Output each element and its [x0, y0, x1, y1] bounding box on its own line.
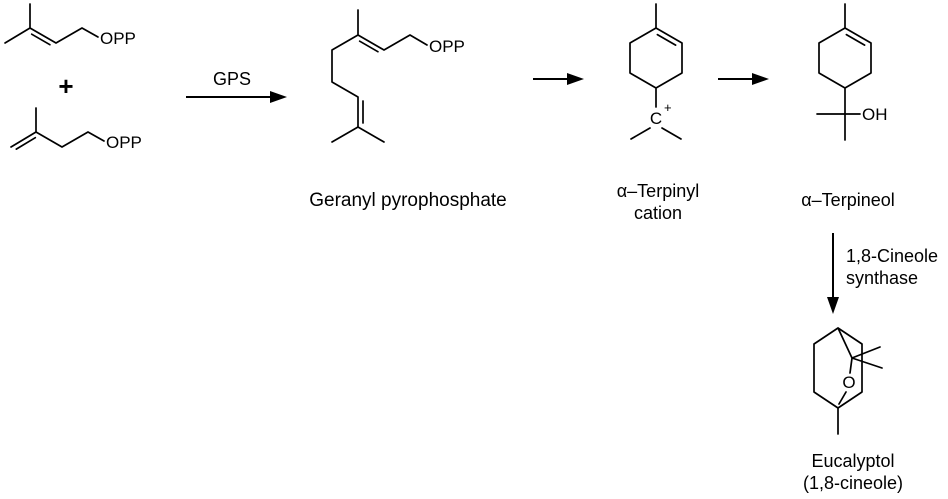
- cineole-synthase-label-line2: synthase: [846, 268, 918, 288]
- carbocation-charge-label: +: [664, 100, 672, 115]
- gps-arrow-head: [270, 91, 287, 103]
- reaction-arrow-2-head: [567, 73, 584, 85]
- cineole-synthase-label-line1: 1,8-Cineole: [846, 246, 938, 266]
- dmapp-bond-lines: [4, 3, 99, 46]
- terpinyl-cation-structure: C + α–Terpinyl cation: [617, 3, 699, 223]
- terpineol-caption: α–Terpineol: [801, 190, 894, 210]
- cineole-synthase-arrow-head: [827, 297, 839, 314]
- geranyl-caption: Geranyl pyrophosphate: [309, 190, 507, 211]
- gps-label: GPS: [213, 69, 251, 89]
- cineole-synthase-arrow: 1,8-Cineole synthase: [827, 233, 938, 314]
- eucalyptol-caption-line2: (1,8-cineole): [803, 473, 903, 493]
- terpineol-oh-label: OH: [862, 105, 888, 124]
- reaction-arrow-3-head: [752, 73, 769, 85]
- plus-sign: +: [58, 71, 73, 101]
- dmapp-structure: OPP: [4, 3, 136, 48]
- terpineol-bond-lines: [816, 3, 872, 141]
- geranyl-pyrophosphate-structure: OPP Geranyl pyrophosphate: [309, 9, 507, 211]
- ipp-structure: OPP: [10, 107, 142, 152]
- gps-arrow: GPS: [186, 69, 287, 103]
- terpineol-structure: OH α–Terpineol: [801, 3, 895, 210]
- eucalyptol-oxygen-label: O: [842, 373, 855, 392]
- terpinyl-cation-bond-lines: [629, 3, 683, 140]
- terpinyl-cation-caption-line1: α–Terpinyl: [617, 181, 699, 201]
- ipp-bond-lines: [10, 107, 105, 150]
- eucalyptol-structure: O Eucalyptol (1,8-cineole): [803, 327, 903, 493]
- ipp-opp-label: OPP: [106, 133, 142, 152]
- reaction-arrow-2: [533, 73, 584, 85]
- eucalyptol-bond-lines: [813, 327, 883, 435]
- geranyl-bond-lines: [331, 9, 428, 143]
- geranyl-opp-label: OPP: [429, 37, 465, 56]
- reaction-arrow-3: [718, 73, 769, 85]
- terpinyl-cation-caption-line2: cation: [634, 203, 682, 223]
- eucalyptol-caption-line1: Eucalyptol: [811, 451, 894, 471]
- carbocation-carbon-label: C: [650, 109, 662, 128]
- dmapp-opp-label: OPP: [100, 29, 136, 48]
